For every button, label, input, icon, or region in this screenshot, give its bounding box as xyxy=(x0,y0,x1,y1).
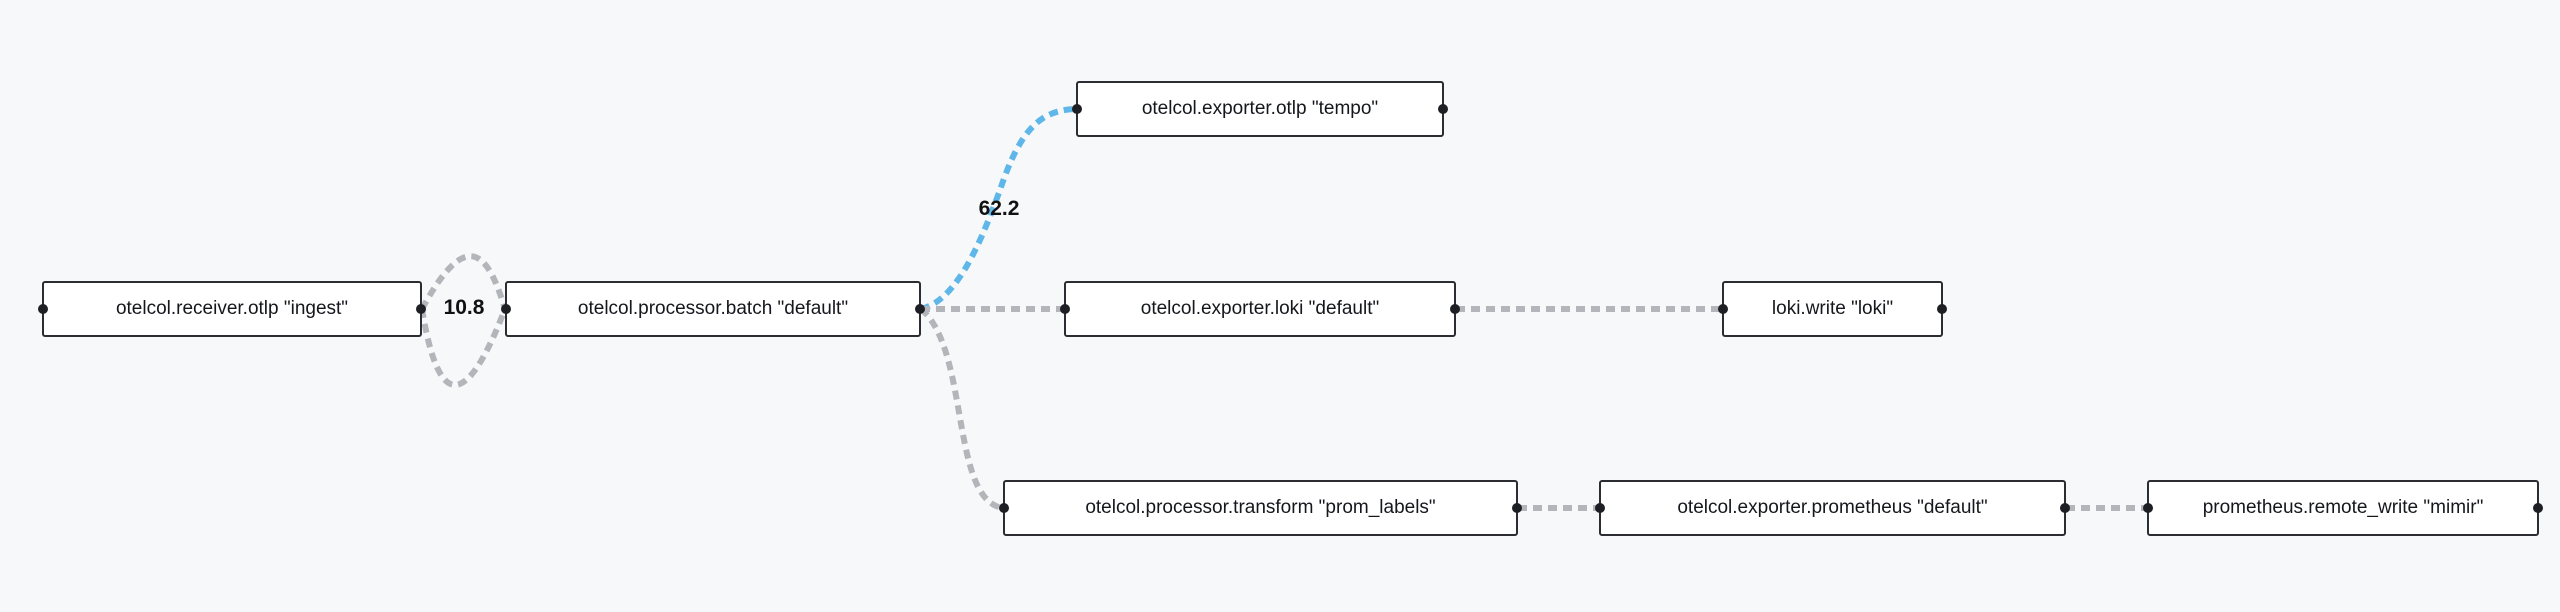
edge-receiver-to-batch-lower xyxy=(419,307,508,388)
output-port[interactable] xyxy=(2533,503,2543,513)
edge-label-batch-to-tempo: 62.2 xyxy=(978,197,1020,220)
node-label: otelcol.receiver.otlp "ingest" xyxy=(115,298,349,319)
output-port[interactable] xyxy=(1937,304,1947,314)
node-receiver-otlp-ingest[interactable]: otelcol.receiver.otlp "ingest" xyxy=(38,281,426,337)
input-port[interactable] xyxy=(1595,503,1605,513)
node-label: otelcol.exporter.prometheus "default" xyxy=(1677,497,1988,518)
node-label: otelcol.exporter.otlp "tempo" xyxy=(1141,98,1379,119)
input-port[interactable] xyxy=(501,304,511,314)
edge-batch-to-tempo xyxy=(920,106,1077,312)
node-label: otelcol.processor.transform "prom_labels… xyxy=(1085,497,1436,518)
edge-receiver-to-batch-upper xyxy=(419,253,508,311)
input-port[interactable] xyxy=(38,304,48,314)
node-label: prometheus.remote_write "mimir" xyxy=(2202,497,2484,518)
node-loki-write-loki[interactable]: loki.write "loki" xyxy=(1718,281,1947,337)
output-port[interactable] xyxy=(915,304,925,314)
output-port[interactable] xyxy=(416,304,426,314)
input-port[interactable] xyxy=(1060,304,1070,314)
output-port[interactable] xyxy=(2060,503,2070,513)
input-port[interactable] xyxy=(1072,104,1082,114)
input-port[interactable] xyxy=(1718,304,1728,314)
input-port[interactable] xyxy=(2143,503,2153,513)
edge-batch-to-transform xyxy=(918,306,1004,511)
node-label: loki.write "loki" xyxy=(1771,298,1894,319)
output-port[interactable] xyxy=(1438,104,1448,114)
node-label: otelcol.processor.batch "default" xyxy=(577,298,849,319)
node-label: otelcol.exporter.loki "default" xyxy=(1140,298,1380,319)
edge-label-receiver-to-batch: 10.8 xyxy=(443,296,485,319)
input-port[interactable] xyxy=(999,503,1009,513)
node-exporter-otlp-tempo[interactable]: otelcol.exporter.otlp "tempo" xyxy=(1072,81,1448,137)
node-exporter-loki-default[interactable]: otelcol.exporter.loki "default" xyxy=(1060,281,1460,337)
node-processor-transform-prom-labels[interactable]: otelcol.processor.transform "prom_labels… xyxy=(999,480,1522,536)
node-exporter-prometheus-default[interactable]: otelcol.exporter.prometheus "default" xyxy=(1595,480,2070,536)
node-remote-write-mimir[interactable]: prometheus.remote_write "mimir" xyxy=(2143,480,2543,536)
output-port[interactable] xyxy=(1512,503,1522,513)
output-port[interactable] xyxy=(1450,304,1460,314)
node-processor-batch-default[interactable]: otelcol.processor.batch "default" xyxy=(501,281,925,337)
